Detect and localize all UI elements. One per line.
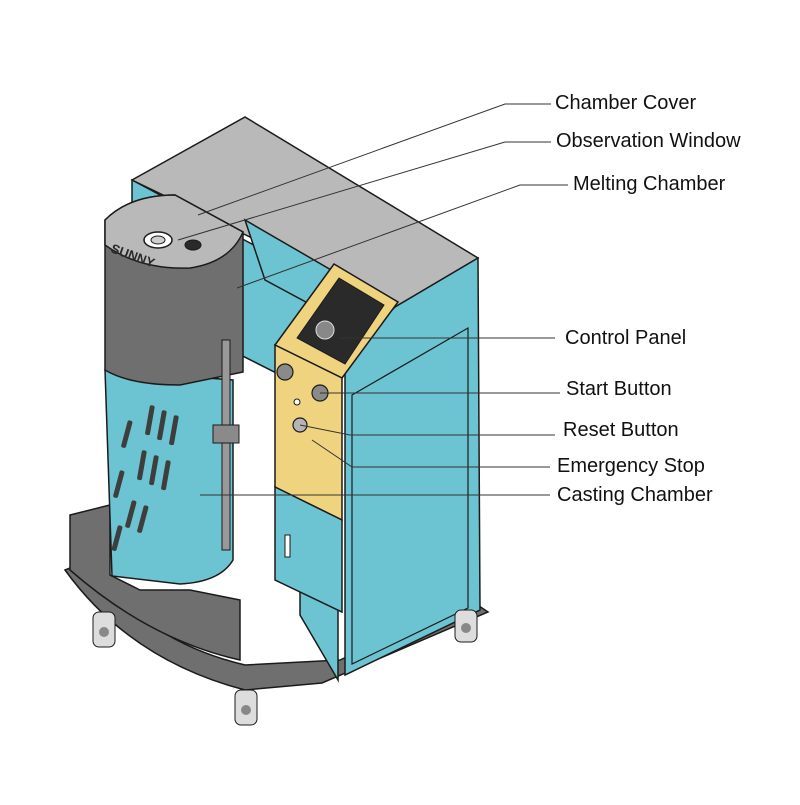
leader-line-reset-button: [299, 424, 555, 436]
observation-window-inner: [150, 235, 166, 245]
lower-door: [274, 485, 343, 614]
control-panel-screen: [296, 277, 385, 365]
casting-chamber-body: [104, 369, 234, 585]
label-control-panel: Control Panel: [565, 327, 687, 349]
wheel-front-left: [92, 611, 116, 648]
wheel-front-right: [454, 609, 478, 643]
start-button-graphic: [276, 363, 294, 381]
leader-line-observation-window: [177, 141, 551, 241]
leader-line-chamber-cover: [197, 103, 551, 216]
control-panel-dial: [315, 320, 335, 340]
actuator-rod: [221, 339, 231, 551]
label-casting-chamber: Casting Chamber: [557, 484, 713, 506]
door-handle: [284, 534, 291, 558]
leader-line-melting-chamber: [236, 184, 568, 289]
vent-slots: [111, 405, 179, 551]
leader-line-emergency-stop: [311, 439, 550, 468]
label-chamber-cover: Chamber Cover: [555, 92, 697, 114]
front-tray: [69, 504, 241, 661]
label-reset-button: Reset Button: [563, 419, 679, 441]
label-melting-chamber: Melting Chamber: [573, 173, 726, 195]
actuator-block: [212, 424, 240, 444]
cover-knob: [184, 239, 202, 251]
chamber-cover-top: [104, 194, 244, 269]
cabinet-right-panel: [351, 326, 469, 665]
label-start-button: Start Button: [566, 378, 672, 400]
wheel-front-center: [234, 689, 258, 726]
label-emergency-stop: Emergency Stop: [557, 455, 705, 477]
indicator-light: [293, 398, 301, 406]
label-observation-window: Observation Window: [556, 130, 741, 152]
leader-lines: [177, 103, 568, 496]
